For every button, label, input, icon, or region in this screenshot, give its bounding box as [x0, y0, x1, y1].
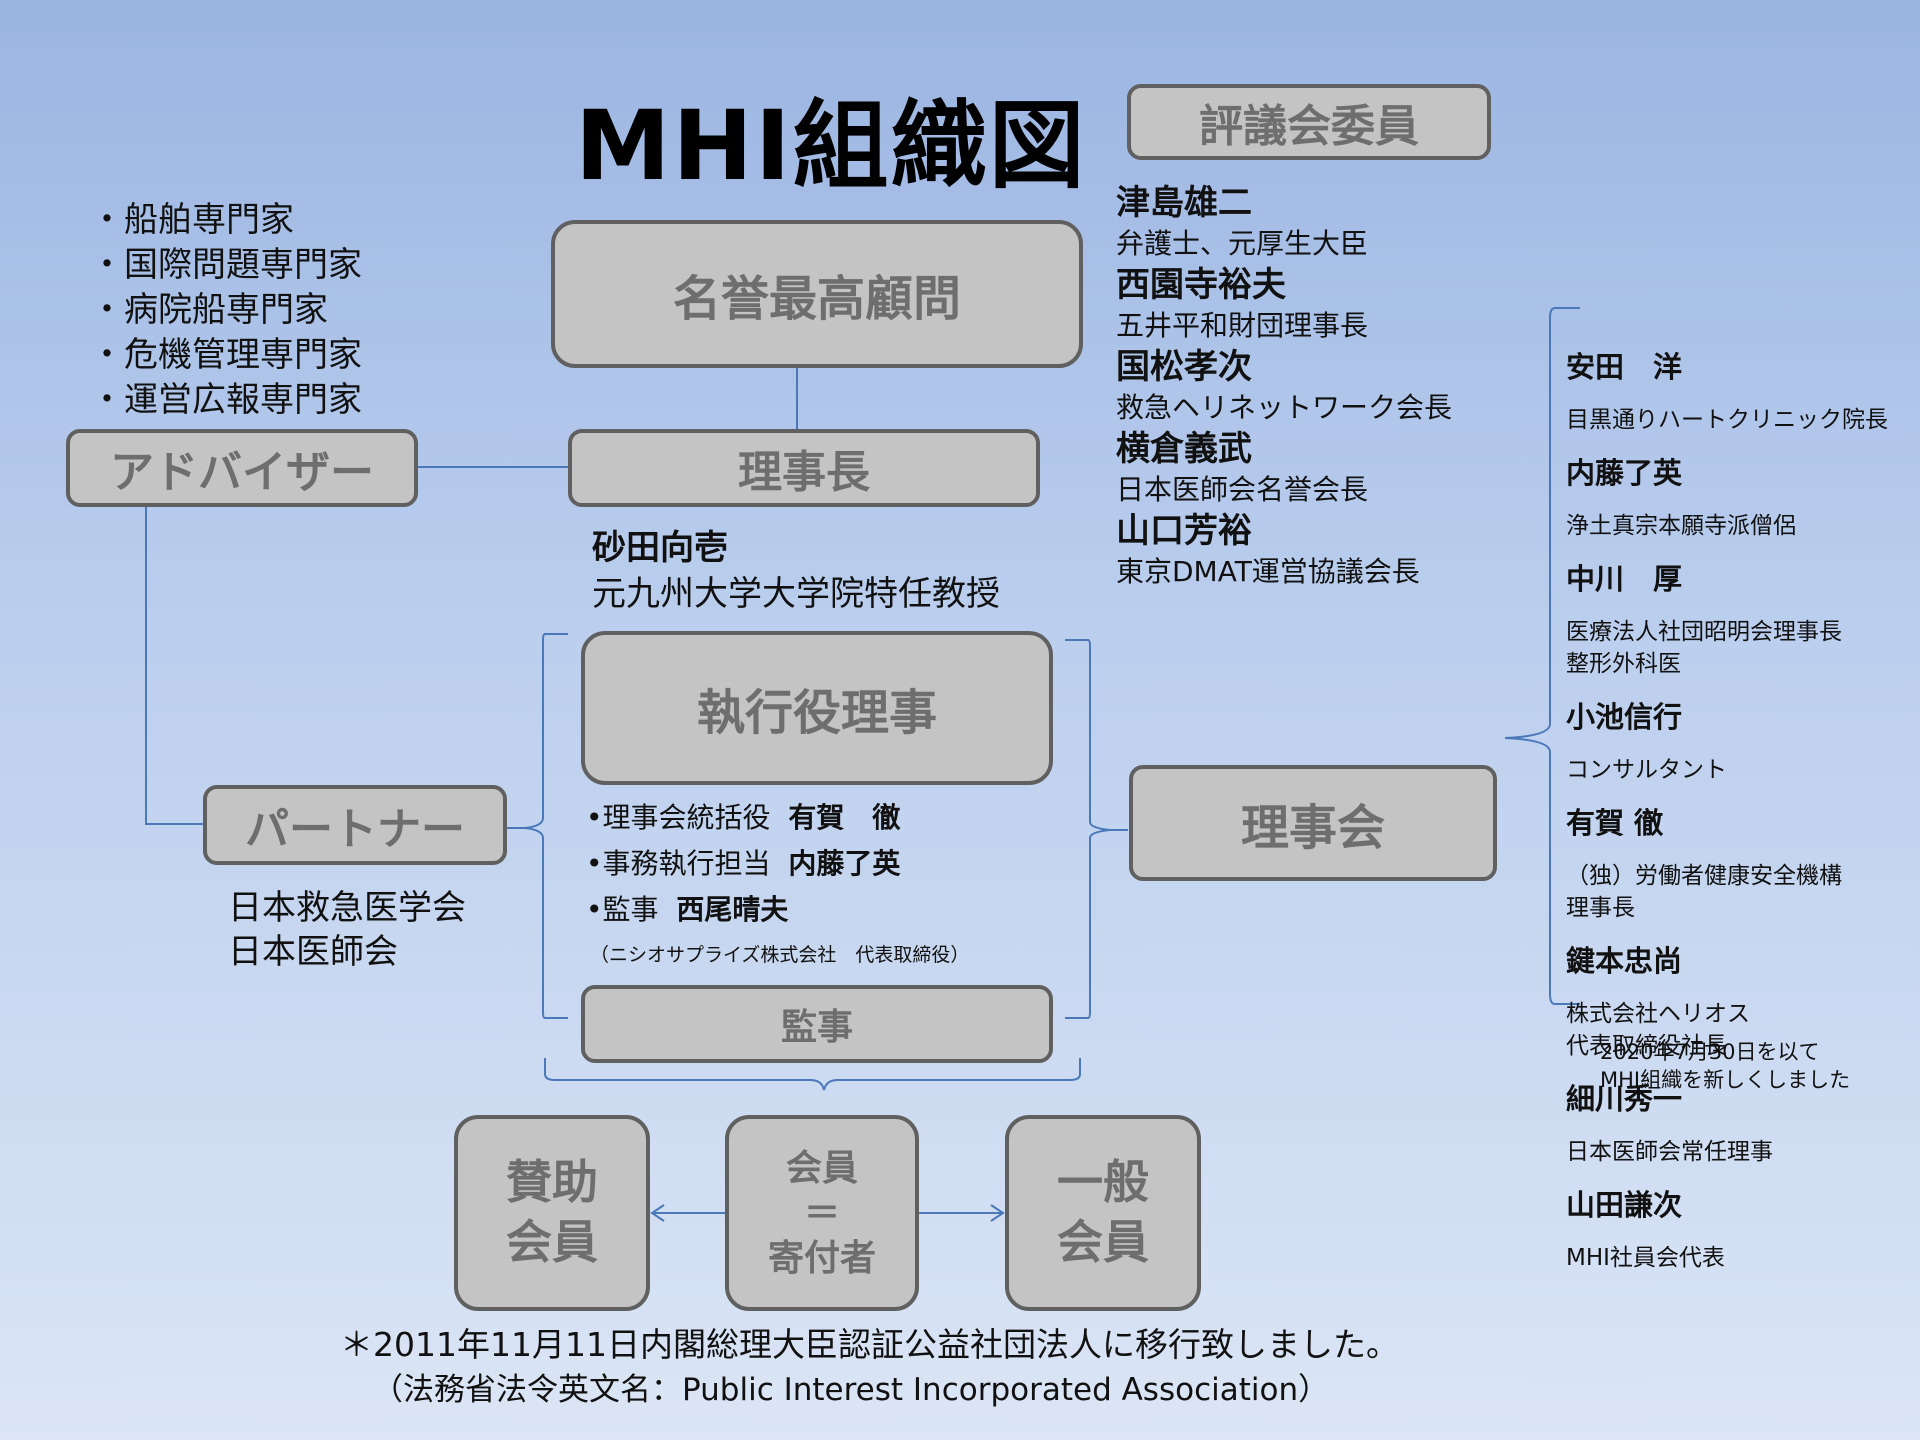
partner-box: パートナー [203, 785, 507, 865]
board-member-name: 中川 厚 [1566, 562, 1683, 596]
board-member-name: 細川秀一 [1566, 1082, 1683, 1116]
board-member-name: 有賀 徹 [1566, 806, 1664, 840]
advisor-item: ・船舶専門家 [90, 200, 294, 240]
supporting-member-box: 賛助 会員 [454, 1115, 650, 1311]
advisor-item: ・運営広報専門家 [90, 380, 362, 420]
executive-list: •理事会統括役 有賀 徹 •事務執行担当 内藤了英 •監事 西尾晴夫 [586, 795, 900, 933]
council-member-name: 国松孝次 [1116, 347, 1252, 387]
council-member-title: 弁護士、元厚生大臣 [1116, 227, 1369, 260]
chairman-box: 理事長 [568, 429, 1040, 507]
advisor-box: アドバイザー [66, 429, 418, 507]
council-member-name: 津島雄二 [1116, 183, 1252, 223]
council-member-list: 津島雄二 弁護士、元厚生大臣 西園寺裕夫 五井平和財団理事長 国松孝次 救急ヘリ… [1116, 182, 1452, 592]
executive-note: （ニシオサプライズ株式会社 代表取締役） [590, 944, 970, 966]
board-member-name: 安田 洋 [1566, 350, 1683, 384]
board-member-title: （独）労働者健康安全機構 理事長 [1566, 863, 1842, 921]
board-member-name: 山田謙次 [1566, 1188, 1683, 1222]
executive-item: •理事会統括役 有賀 徹 [586, 801, 901, 834]
chairman-person: 砂田向壱 元九州大学大学院特任教授 [592, 525, 1000, 617]
council-member-title: 東京DMAT運営協議会長 [1116, 555, 1420, 588]
advisor-item: ・危機管理専門家 [90, 335, 362, 375]
board-member-name: 小池信行 [1566, 700, 1683, 734]
chairman-title: 元九州大学大学院特任教授 [592, 574, 1000, 614]
footer-line-2: （法務省法令英文名：Public Interest Incorporated A… [372, 1372, 1330, 1408]
board-member-name: 鍵本忠尚 [1566, 944, 1683, 978]
board-member-title: 目黒通りハートクリニック院長 [1566, 407, 1888, 433]
board-member-list: 安田 洋 目黒通りハートクリニック院長 内藤了英 浄土真宗本願寺派僧侶 中川 厚… [1566, 330, 1888, 1293]
board-member-title: 株式会社ヘリオス 代表取締役社長 [1566, 1001, 1750, 1059]
chairman-name: 砂田向壱 [592, 528, 728, 568]
advisor-item: ・病院船専門家 [90, 290, 328, 330]
advisor-item: ・国際問題専門家 [90, 245, 362, 285]
update-note: 2020年7月30日を以て MHI組織を新しくしました [1600, 1040, 1851, 1092]
council-member-title: 日本医師会名誉会長 [1116, 473, 1369, 506]
auditor-box: 監事 [581, 985, 1053, 1063]
board-member-title: 浄土真宗本願寺派僧侶 [1566, 513, 1796, 539]
partner-list: 日本救急医学会 日本医師会 [228, 886, 466, 974]
board-member-title: MHI社員会代表 [1566, 1245, 1725, 1271]
council-member-title: 救急ヘリネットワーク会長 [1116, 391, 1453, 424]
council-member-name: 山口芳裕 [1116, 511, 1252, 551]
member-donor-box: 会員 ＝ 寄付者 [725, 1115, 919, 1311]
board-box: 理事会 [1129, 765, 1497, 881]
council-member-name: 横倉義武 [1116, 429, 1252, 469]
board-member-title: 日本医師会常任理事 [1566, 1139, 1773, 1165]
board-member-title: コンサルタント [1566, 757, 1727, 783]
board-member-name: 内藤了英 [1566, 456, 1683, 490]
council-member-title: 五井平和財団理事長 [1116, 309, 1369, 342]
executive-item: •監事 西尾晴夫 [586, 893, 789, 926]
page-title: MHI組織図 [575, 90, 1087, 202]
executive-item: •事務執行担当 内藤了英 [586, 847, 901, 880]
partner-item: 日本救急医学会 [228, 888, 466, 928]
general-member-box: 一般 会員 [1005, 1115, 1201, 1311]
bracket-right [1065, 639, 1111, 1019]
partner-item: 日本医師会 [228, 932, 398, 972]
footer-line-1: ＊2011年11月11日内閣総理大臣認証公益社団法人に移行致しました。 [340, 1325, 1399, 1364]
bracket-left [524, 633, 568, 1019]
connector-advisor-partner [145, 505, 205, 825]
council-member-name: 西園寺裕夫 [1116, 265, 1286, 305]
advisor-list: ・船舶専門家 ・国際問題専門家 ・病院船専門家 ・危機管理専門家 ・運営広報専門… [90, 198, 362, 423]
board-member-title: 医療法人社団昭明会理事長 整形外科医 [1566, 619, 1842, 677]
honorary-advisor-box: 名誉最高顧問 [551, 220, 1083, 368]
executive-director-box: 執行役理事 [581, 631, 1053, 785]
council-box: 評議会委員 [1127, 84, 1491, 160]
